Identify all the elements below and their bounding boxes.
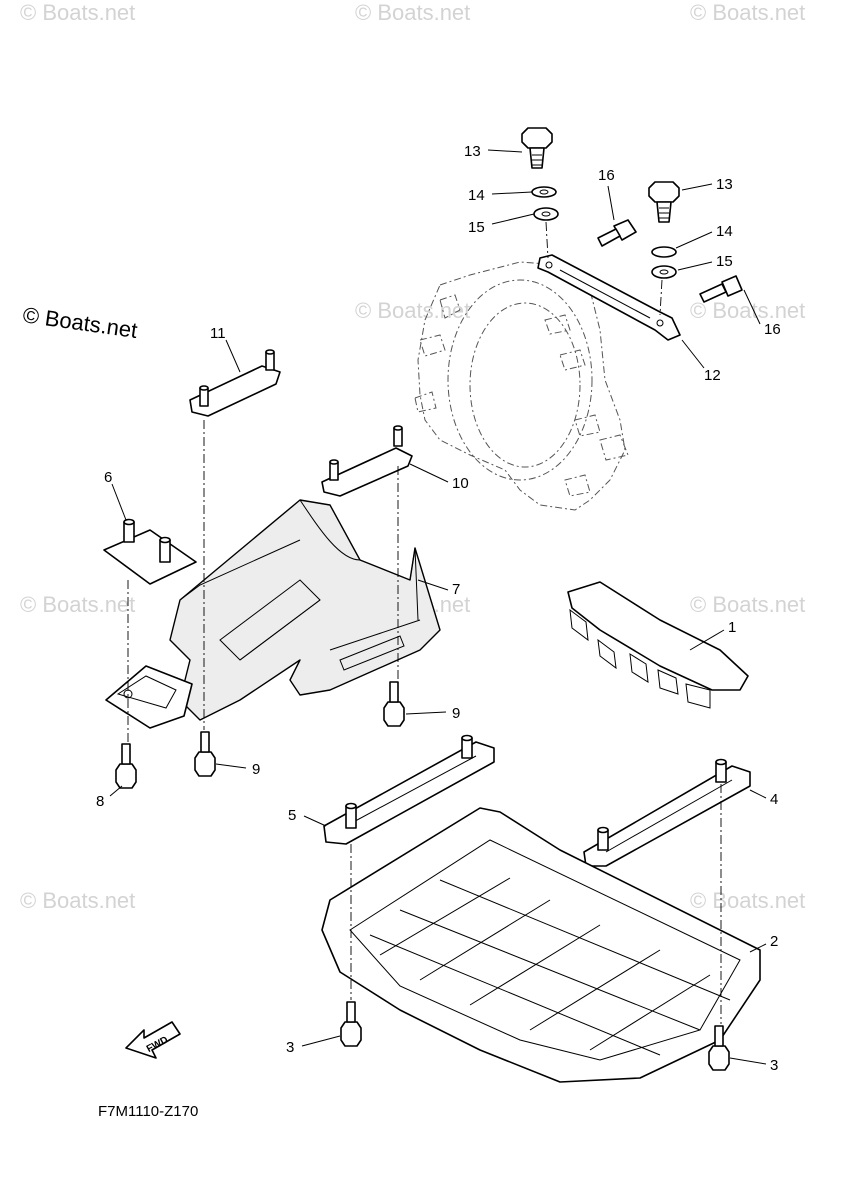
bolt-3-left [340, 1001, 362, 1047]
callout-11: 11 [210, 325, 226, 342]
watermark: © Boats.net [690, 888, 805, 913]
bolt-13-right [648, 181, 680, 223]
callout-10: 10 [452, 475, 469, 492]
mount-pad-10 [321, 425, 413, 497]
engine-mount-strap [537, 254, 681, 341]
rail-5 [323, 734, 495, 845]
mount-pad-6 [103, 518, 197, 585]
callout-9: 9 [252, 761, 260, 778]
callout-15: 15 [716, 253, 733, 270]
engine-housing-phantom [414, 261, 629, 511]
callout-1: 1 [728, 619, 736, 636]
callout-14: 14 [468, 187, 485, 204]
watermark-prominent: © Boats.net [21, 302, 139, 343]
watermark: © Boats.net [690, 298, 805, 323]
watermark: © Boats.net [20, 888, 135, 913]
engine-bed-7 [169, 499, 441, 721]
bolt-3-right [708, 1025, 730, 1071]
callout-6: 6 [104, 469, 112, 486]
callout-16: 16 [598, 167, 615, 184]
watermark: © Boats.net [690, 592, 805, 617]
callout-9: 9 [452, 705, 460, 722]
callout-2: 2 [770, 933, 778, 950]
watermark: © Boats.net [355, 298, 470, 323]
washer-15-right [651, 265, 677, 279]
mount-pad-11 [189, 349, 281, 417]
callout-3: 3 [286, 1039, 294, 1056]
callout-5: 5 [288, 807, 296, 824]
callout-12: 12 [704, 367, 721, 384]
bolt-9-left [194, 731, 216, 777]
washer-14-right [651, 246, 677, 258]
skid-plate-2 [321, 807, 761, 1083]
bolt-13-left [521, 127, 553, 169]
watermark: © Boats.net [20, 0, 135, 25]
washer-14-left [531, 186, 557, 198]
fwd-arrow-icon: FWD [125, 1021, 181, 1059]
callout-labels: 13 14 15 16 13 14 15 16 12 11 10 6 7 1 9… [96, 143, 781, 1074]
diagram-code: F7M1110-Z170 [98, 1103, 198, 1120]
bolt-9-right [383, 681, 405, 727]
bolt-16-lower [699, 275, 743, 303]
bolt-16-upper [597, 219, 637, 247]
assembly-axes [127, 221, 722, 1024]
callout-15: 15 [468, 219, 485, 236]
callout-16: 16 [764, 321, 781, 338]
washer-15-left [533, 207, 559, 221]
callout-13: 13 [464, 143, 481, 160]
watermark: © Boats.net [690, 0, 805, 25]
callout-3: 3 [770, 1057, 778, 1074]
leader-lines [109, 149, 767, 1065]
callout-7: 7 [452, 581, 460, 598]
callout-8: 8 [96, 793, 104, 810]
bumper-1 [567, 581, 749, 709]
callout-13: 13 [716, 176, 733, 193]
engine-mount-lower [105, 665, 193, 729]
callout-14: 14 [716, 223, 733, 240]
bolt-8 [115, 743, 137, 789]
rail-4 [583, 758, 751, 867]
watermark: © Boats.net [355, 0, 470, 25]
callout-4: 4 [770, 791, 778, 808]
watermark: © Boats.net [20, 592, 135, 617]
